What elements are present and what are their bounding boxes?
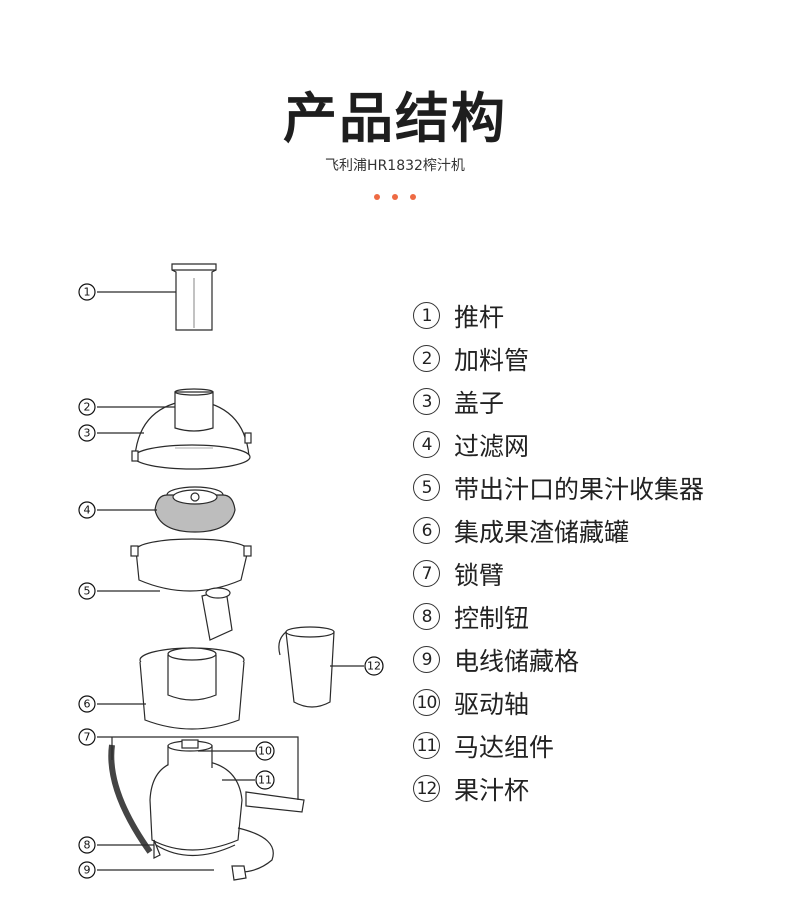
callout-11: 11: [258, 774, 272, 787]
legend-number: 1: [413, 302, 440, 329]
callout-9: 9: [84, 864, 91, 877]
legend-label: 加料管: [454, 345, 530, 375]
pulp-container-part: [97, 647, 245, 730]
legend-label: 盖子: [454, 388, 505, 418]
legend-item: 4 过滤网: [413, 423, 704, 466]
collector-part: [97, 538, 252, 641]
lid-part: [97, 388, 252, 470]
page-subtitle: 飞利浦HR1832榨汁机: [325, 158, 465, 174]
legend-item: 3 盖子: [413, 380, 704, 423]
legend-label: 过滤网: [454, 431, 530, 461]
legend-number: 7: [413, 560, 440, 587]
parts-legend: 1 推杆 2 加料管 3 盖子 4 过滤网 5 带出汁口的果汁收集器 6 集成果渣储藏罐 7…: [413, 294, 704, 810]
pusher-part: [97, 263, 217, 331]
page-title: 产品结构: [283, 87, 507, 150]
legend-number: 8: [413, 603, 440, 630]
legend-number: 11: [413, 732, 440, 759]
legend-item: 7 锁臂: [413, 552, 704, 595]
callout-5: 5: [84, 585, 91, 598]
callout-8: 8: [84, 839, 91, 852]
decorative-dots: [374, 194, 416, 202]
callout-12: 12: [367, 660, 381, 673]
legend-item: 1 推杆: [413, 294, 704, 337]
callout-10: 10: [258, 745, 272, 758]
filter-part: [97, 486, 236, 533]
legend-label: 马达组件: [454, 732, 555, 762]
legend-number: 3: [413, 388, 440, 415]
legend-item: 5 带出汁口的果汁收集器: [413, 466, 704, 509]
legend-number: 4: [413, 431, 440, 458]
dot: [392, 194, 398, 200]
legend-label: 果汁杯: [454, 775, 530, 805]
legend-number: 2: [413, 345, 440, 372]
legend-number: 6: [413, 517, 440, 544]
legend-label: 带出汁口的果汁收集器: [454, 474, 705, 504]
legend-number: 9: [413, 646, 440, 673]
legend-number: 5: [413, 474, 440, 501]
legend-item: 9 电线储藏格: [413, 638, 704, 681]
legend-item: 2 加料管: [413, 337, 704, 380]
legend-item: 10 驱动轴: [413, 681, 704, 724]
callout-7: 7: [84, 731, 91, 744]
callout-2: 2: [84, 401, 91, 414]
legend-label: 驱动轴: [454, 689, 530, 719]
callout-6: 6: [84, 698, 91, 711]
legend-label: 推杆: [454, 302, 505, 332]
callout-1: 1: [84, 286, 91, 299]
dot: [374, 194, 380, 200]
dot: [410, 194, 416, 200]
legend-label: 电线储藏格: [454, 646, 580, 676]
legend-item: 6 集成果渣储藏罐: [413, 509, 704, 552]
legend-label: 锁臂: [454, 560, 505, 590]
motor-base-part: [97, 736, 305, 881]
legend-label: 集成果渣储藏罐: [454, 517, 630, 547]
legend-number: 12: [413, 775, 440, 802]
legend-item: 8 控制钮: [413, 595, 704, 638]
callout-4: 4: [84, 504, 91, 517]
legend-item: 11 马达组件: [413, 724, 704, 767]
legend-number: 10: [413, 689, 440, 716]
juice-jug-part: [278, 626, 364, 708]
legend-item: 12 果汁杯: [413, 767, 704, 810]
callout-labels: [78, 283, 384, 879]
legend-label: 控制钮: [454, 603, 530, 633]
callout-3: 3: [84, 427, 91, 440]
